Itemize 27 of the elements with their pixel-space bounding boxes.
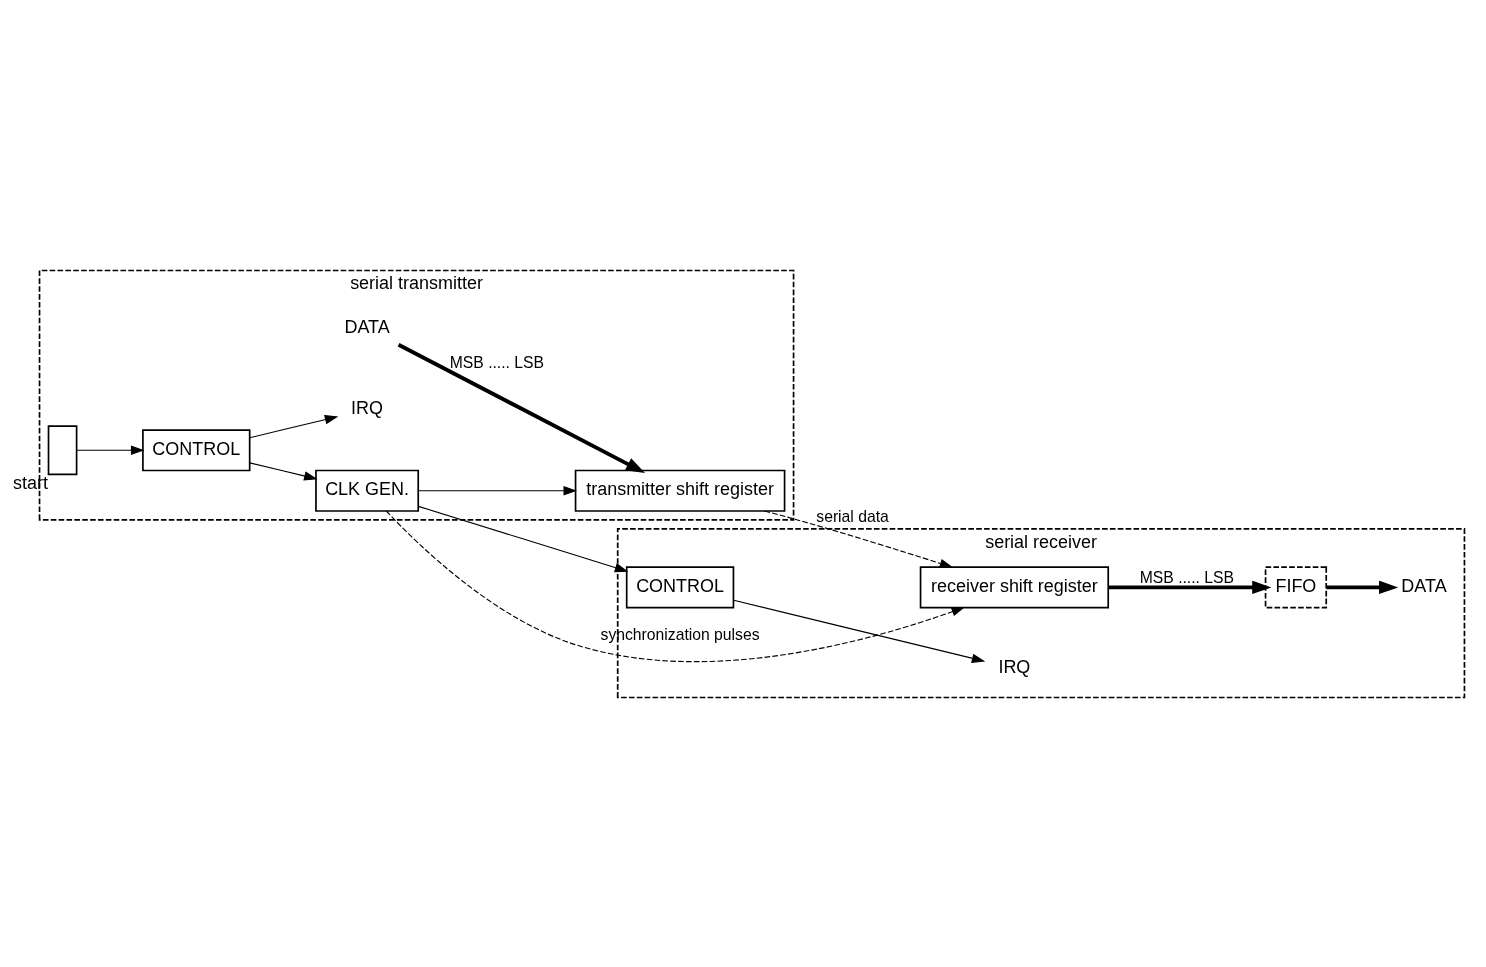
node-box: CLK GEN. — [315, 469, 420, 512]
arrow — [76, 445, 145, 455]
arrow — [417, 505, 629, 572]
edge-label: serial data — [816, 507, 889, 525]
arrow — [1326, 580, 1399, 594]
node-box: CONTROL — [142, 428, 251, 471]
node-text: DATA — [1401, 575, 1447, 596]
node-box: transmitter shift register — [574, 469, 786, 512]
arrow — [417, 485, 577, 495]
arrow — [249, 414, 339, 438]
arrow — [1108, 580, 1272, 594]
edge-label: MSB ..... LSB — [449, 353, 545, 371]
node-text: IRQ — [351, 397, 384, 418]
node-box: receiver shift register — [919, 565, 1110, 608]
arrow — [249, 461, 318, 481]
node-text: DATA — [344, 316, 390, 337]
arrow — [385, 509, 966, 662]
arrow — [733, 599, 986, 663]
edge-label: MSB ..... LSB — [1139, 568, 1235, 586]
node-box: CONTROL — [625, 565, 735, 608]
arrow — [763, 509, 954, 568]
node-label: start — [13, 472, 49, 493]
node-text: IRQ — [998, 656, 1031, 677]
arrow — [397, 342, 646, 473]
node-box: FIFO — [1264, 565, 1328, 608]
node-box — [47, 424, 78, 475]
edge-label: synchronization pulses — [600, 625, 760, 643]
